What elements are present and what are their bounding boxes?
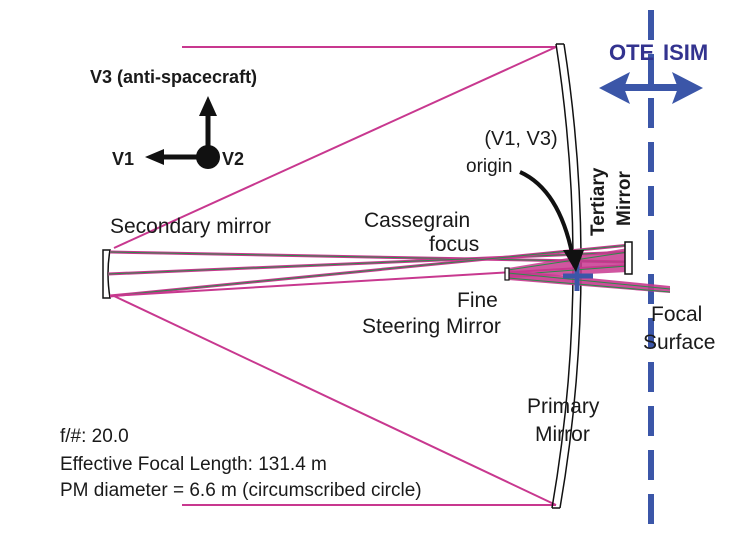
secondary-mirror (102, 249, 111, 299)
ray-bundle-tertiary (507, 248, 671, 293)
origin-pointer-arrow (519, 170, 584, 272)
cassegrain-label-line1: Cassegrain (364, 209, 471, 232)
fsm-label-line1: Fine (457, 289, 498, 312)
cassegrain-label-line2: focus (429, 233, 480, 256)
ote-label: OTE (609, 40, 655, 65)
tertiary-mirror (624, 241, 633, 275)
focal-surface-label-line2: Surface (643, 331, 716, 354)
primary-mirror-label-line2: Mirror (535, 423, 590, 446)
ote-isim-double-arrow-icon (599, 72, 703, 104)
v1-axis-label: V1 (112, 149, 135, 169)
primary-mirror-label-line1: Primary (527, 395, 600, 418)
spec-pm-diameter: PM diameter = 6.6 m (circumscribed circl… (60, 480, 422, 501)
isim-label: ISIM (663, 40, 709, 65)
v-axes-icon (145, 96, 220, 169)
spec-f-number: f/#: 20.0 (60, 426, 129, 447)
focal-surface-label-line1: Focal (651, 303, 703, 326)
spec-effective-focal-length: Effective Focal Length: 131.4 m (60, 454, 327, 475)
secondary-mirror-label: Secondary mirror (110, 215, 272, 238)
v2-axis-label: V2 (222, 149, 245, 169)
incoming-rays (113, 46, 557, 506)
tertiary-label-line2: Mirror (614, 171, 635, 226)
origin-label-line2: origin (466, 156, 513, 177)
v3-axis-label: V3 (anti-spacecraft) (90, 67, 258, 87)
fsm-label-line2: Steering Mirror (362, 315, 501, 338)
origin-label-line1: (V1, V3) (484, 128, 558, 150)
fine-steering-mirror (504, 267, 510, 281)
tertiary-label-line1: Tertiary (588, 167, 609, 236)
